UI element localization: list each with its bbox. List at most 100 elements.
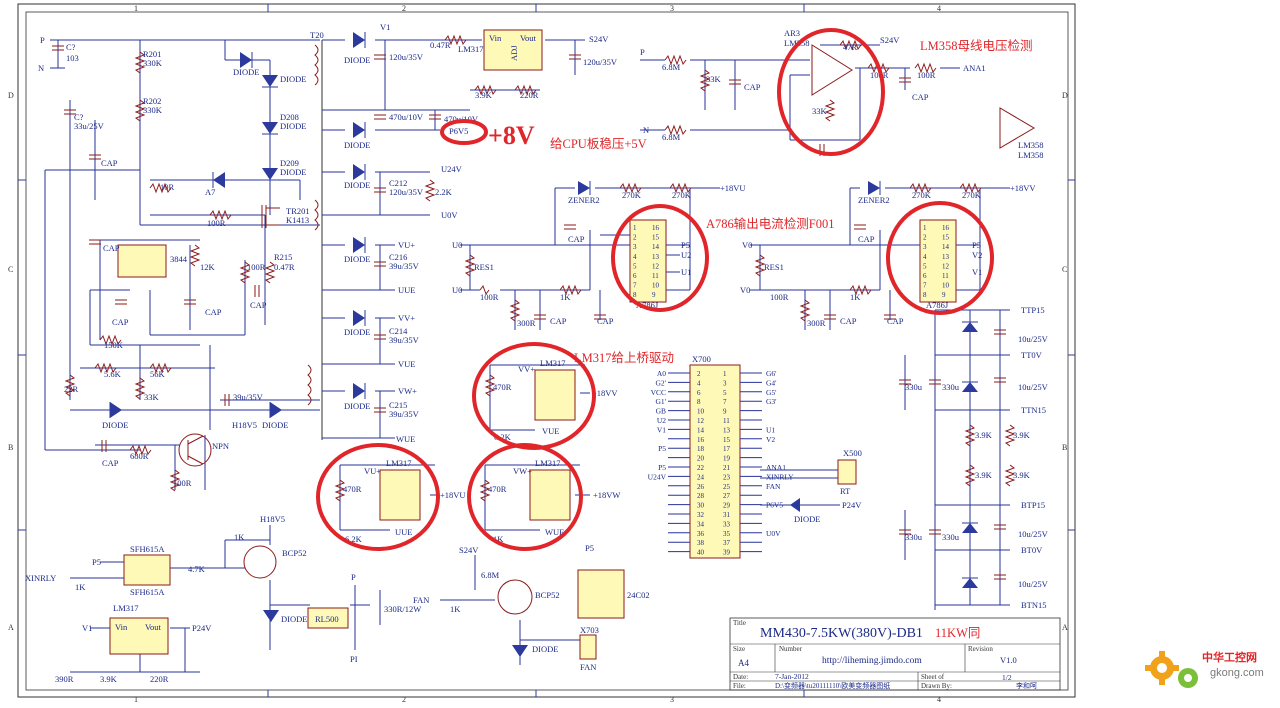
net-p-358: P (640, 47, 645, 57)
x700-signal-right: G4' (766, 378, 777, 387)
label-a786j-left: A786J (636, 300, 659, 310)
label-t20: T20 (310, 30, 324, 40)
label-diode-s6: DIODE (344, 401, 370, 411)
x700-signal-right: U0V (766, 529, 781, 538)
tb-sheet-label: Sheet of (921, 673, 945, 681)
lm317-vw-name: LM317 (535, 458, 561, 468)
x700-pin-left: 26 (697, 483, 705, 491)
net-vw-plus-drv: VW+ (513, 466, 532, 476)
net-v2-a786r: V2 (972, 250, 982, 260)
net-vue-drv: VUE (542, 426, 559, 436)
value-c470u-2: 470u/10V (444, 114, 479, 124)
net-v0-right: V0 (742, 240, 752, 250)
net-s24v-358: S24V (880, 35, 900, 45)
x700-signal-left: U24V (648, 472, 667, 481)
tb-file-label: File: (733, 682, 746, 690)
net-u1-a786l: U1 (681, 267, 691, 277)
diodes-secondary (353, 32, 366, 399)
value-c470u-1: 470u/10V (389, 112, 424, 122)
value-39k-1: 3.9K (975, 430, 993, 440)
tb-title-label: Title (733, 619, 746, 627)
value-3k9-top: 3.9K (475, 90, 493, 100)
col-label-2: 2 (402, 4, 406, 13)
circle-a786-left (611, 204, 709, 312)
value-22r: 22R (64, 384, 79, 394)
resistor-100r-b (169, 469, 181, 492)
x700-pin-right: 7 (723, 398, 727, 406)
net-18vw-drv: +18VW (593, 490, 620, 500)
a786-pin-left-r: 15 (652, 234, 660, 242)
x700-pin-left: 24 (697, 473, 705, 481)
x700-pin-left: 20 (697, 455, 705, 463)
value-c215: 39u/35V (389, 409, 420, 419)
net-v1-top: V1 (380, 22, 390, 32)
value-c10u-2: 10u/25V (1018, 382, 1049, 392)
a786-pin-left-l: 3 (633, 243, 637, 251)
diode-x500 (790, 498, 800, 512)
resistor-r201 (134, 51, 146, 74)
value-39k-2: 3.9K (1013, 430, 1031, 440)
x700-pin-left: 6 (697, 389, 701, 397)
regulator-lm317-vw (529, 469, 571, 521)
a786-pin-right-l: 5 (923, 262, 927, 270)
net-h18v5-bcp: H18V5 (260, 514, 285, 524)
label-cap-2: CAP (103, 243, 120, 253)
label-r215: R215 (274, 252, 292, 262)
regulator-lm317-vu (379, 469, 421, 521)
transistor-bcp52-fan (497, 579, 533, 615)
label-3844: 3844 (170, 254, 188, 264)
value-33k: 33K (144, 392, 160, 402)
label-cap-1: CAP (101, 158, 118, 168)
label-ar-b: LM358 (1018, 140, 1044, 150)
inner-frame (25, 11, 1069, 691)
watermark-en: gkong.com (1210, 667, 1264, 679)
col-label-1-bottom: 1 (134, 695, 138, 703)
net-p6v5: P6V5 (449, 126, 468, 136)
a786-pin-right-l: 6 (923, 272, 927, 280)
net-vw-plus: VW+ (398, 386, 417, 396)
x700-pin-right: 9 (723, 408, 727, 416)
net-p5-24c02: P5 (585, 543, 594, 553)
x700-signal-left: U2 (657, 416, 666, 425)
net-wue: WUE (396, 434, 415, 444)
value-d209: DIODE (280, 167, 306, 177)
label-zener-right: ZENER2 (858, 195, 890, 205)
label-cap-a786l-3: CAP (568, 234, 585, 244)
value-k1413: K1413 (286, 215, 309, 225)
value-270k-r1: 270K (912, 190, 932, 200)
a786-pin-right-r: 12 (942, 262, 950, 270)
a786-pin-right-r: 11 (942, 272, 949, 280)
label-cap-4: CAP (112, 317, 129, 327)
value-62k-vu: 6.2K (345, 534, 363, 544)
value-d208: DIODE (280, 121, 306, 131)
x700-signal-right: V2 (766, 435, 775, 444)
value-270k-l1: 270K (622, 190, 642, 200)
x700-pin-left: 10 (697, 408, 705, 416)
a786-pin-left-r: 13 (652, 253, 660, 261)
net-s24v-fan: S24V (459, 545, 479, 555)
x700-pin-right: 27 (723, 492, 731, 500)
row-label-a: A (8, 623, 14, 632)
label-x703: X703 (580, 625, 599, 635)
net-18vu-a786: +18VU (720, 183, 746, 193)
a786-pin-left-l: 1 (633, 224, 637, 232)
gear-icon (1145, 651, 1179, 685)
net-vv-plus-drv: VV+ (518, 364, 535, 374)
tb-file: D:\变频器\tu20111110\欧美变频器图纸 (775, 681, 890, 690)
label-diode-1: DIODE (233, 67, 259, 77)
reg-bottom-vin: Vin (115, 622, 128, 632)
relay-rl500 (307, 607, 349, 629)
row-label-d: D (8, 91, 14, 100)
label-diode-relay: DIODE (281, 614, 307, 624)
net-vv-plus: VV+ (398, 313, 415, 323)
a786-pin-right-l: 3 (923, 243, 927, 251)
net-vu-plus-drv: VU+ (364, 466, 381, 476)
label-c215: C215 (389, 400, 407, 410)
net-n-left: N (38, 63, 44, 73)
value-62k-vv: 6.2K (494, 432, 512, 442)
net-xinrly-left: XINRLY (25, 573, 56, 583)
net-p5-a786r: P5 (972, 240, 981, 250)
reg-top-vin: Vin (489, 33, 502, 43)
